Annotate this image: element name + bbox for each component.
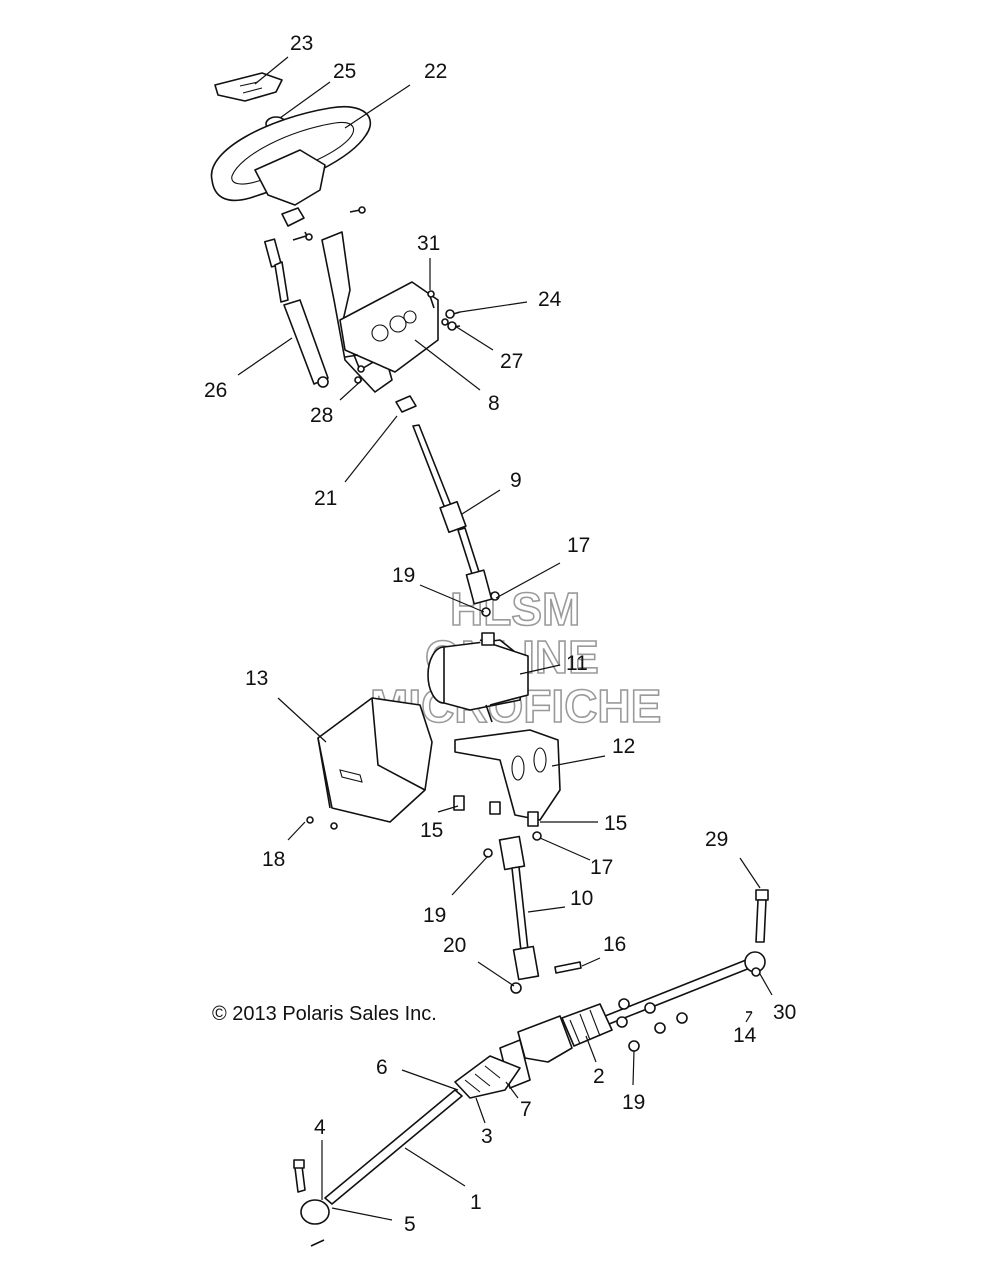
part-1-tie-rod: [293, 1089, 463, 1247]
callout-20: 20: [443, 934, 466, 957]
callout-26: 26: [204, 379, 227, 402]
part-2-steering-rack: [499, 951, 766, 1089]
part-29-bolt: [755, 889, 769, 943]
part-9-upper-shaft: [412, 424, 500, 617]
callout-27: 27: [500, 350, 523, 373]
callout-31: 31: [417, 232, 440, 255]
callout-8: 8: [488, 392, 500, 415]
part-12-lower-bracket: [454, 729, 561, 821]
copyright-text: © 2013 Polaris Sales Inc.: [212, 1003, 437, 1025]
callout-21: 21: [314, 487, 337, 510]
part-8-steering-bracket: [321, 231, 439, 393]
callout-19a: 19: [392, 564, 415, 587]
part-11-eps-unit: [427, 632, 529, 723]
callout-5: 5: [404, 1213, 416, 1236]
callout-30: 30: [773, 1001, 796, 1024]
callout-15b: 15: [604, 812, 627, 835]
callout-14: 14: [733, 1024, 757, 1047]
part-18-screw-2: [330, 822, 338, 830]
part-16-bolt: [554, 961, 582, 974]
callout-13: 13: [245, 667, 268, 690]
part-22-steering-wheel: [210, 105, 372, 206]
callout-19c: 19: [622, 1091, 645, 1114]
callout-23: 23: [290, 32, 313, 55]
callout-4: 4: [314, 1116, 326, 1139]
nuts-right: [616, 998, 752, 1052]
part-collar-top: [281, 207, 305, 227]
callout-24: 24: [538, 288, 562, 311]
callout-19b: 19: [423, 904, 446, 927]
part-18-screw: [306, 816, 314, 824]
callout-2: 2: [593, 1065, 605, 1088]
watermark-line-1: HLSM: [450, 583, 580, 635]
part-13-cover: [317, 697, 433, 823]
callout-1: 1: [470, 1191, 482, 1214]
callout-28: 28: [310, 404, 333, 427]
part-3-bellows: [454, 1055, 521, 1099]
leader-lines: [237, 56, 773, 1221]
part-10-lower-shaft: [483, 835, 540, 994]
callout-15a: 15: [420, 819, 443, 842]
callout-25: 25: [333, 60, 356, 83]
part-26-gas-strut: [264, 238, 329, 388]
callout-10: 10: [570, 887, 593, 910]
callout-17a: 17: [567, 534, 590, 557]
callout-29: 29: [705, 828, 728, 851]
callout-3: 3: [481, 1125, 493, 1148]
callouts: 23 25 22 31 24 27 26 28 8 21 9 17 19 11 …: [204, 32, 796, 1236]
callout-12: 12: [612, 735, 635, 758]
callout-9: 9: [510, 469, 522, 492]
callout-6: 6: [376, 1056, 388, 1079]
callout-11: 11: [566, 652, 588, 675]
callout-7: 7: [520, 1098, 532, 1121]
bolts-15: [453, 795, 542, 841]
callout-18: 18: [262, 848, 285, 871]
part-23-horn-pad: [214, 72, 283, 102]
callout-22: 22: [424, 60, 447, 83]
part-21-bushing: [395, 395, 417, 413]
callout-17b: 17: [590, 856, 613, 879]
callout-16: 16: [603, 933, 626, 956]
